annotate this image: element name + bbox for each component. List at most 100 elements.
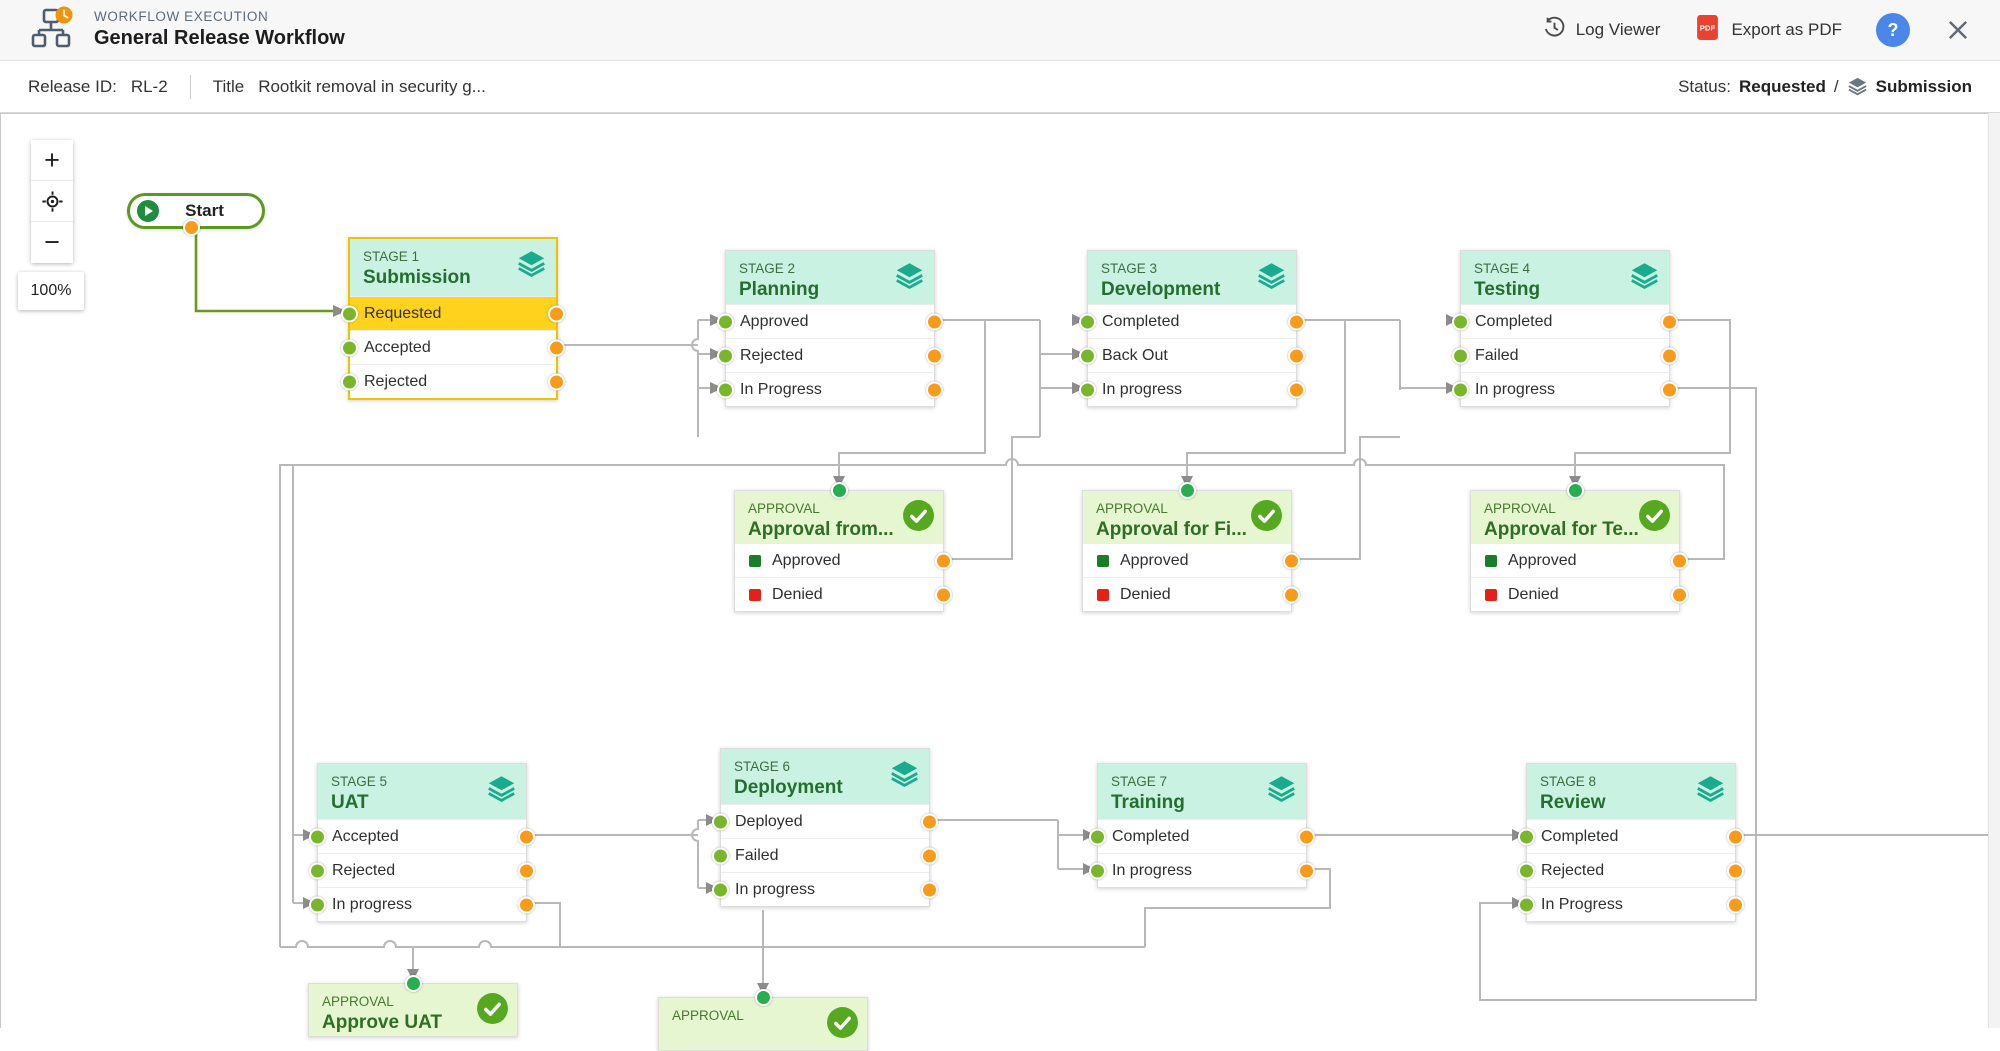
input-port[interactable] xyxy=(1518,828,1535,845)
status-row[interactable]: Accepted xyxy=(309,819,535,853)
output-port[interactable] xyxy=(1298,828,1315,845)
input-port[interactable] xyxy=(1179,482,1196,499)
input-port[interactable] xyxy=(712,813,729,830)
input-port[interactable] xyxy=(341,305,358,322)
status-row[interactable]: In Progress xyxy=(1518,887,1744,921)
output-port[interactable] xyxy=(1671,552,1688,569)
input-port[interactable] xyxy=(755,989,772,1006)
output-port[interactable] xyxy=(1298,862,1315,879)
output-port[interactable] xyxy=(1661,313,1678,330)
start-node[interactable]: Start xyxy=(127,193,265,236)
help-button[interactable]: ? xyxy=(1876,13,1910,47)
output-port[interactable] xyxy=(518,896,535,913)
status-row[interactable]: Accepted xyxy=(341,330,565,364)
status-row[interactable]: In progress xyxy=(712,872,938,906)
status-row[interactable]: In progress xyxy=(1079,372,1305,406)
output-port[interactable] xyxy=(1288,313,1305,330)
output-port[interactable] xyxy=(548,305,565,322)
status-row[interactable]: Requested xyxy=(341,296,565,330)
status-row[interactable]: Approved xyxy=(1471,543,1688,577)
output-port[interactable] xyxy=(1727,896,1744,913)
input-port[interactable] xyxy=(309,896,326,913)
status-row[interactable]: In Progress xyxy=(717,372,943,406)
input-port[interactable] xyxy=(831,482,848,499)
output-port[interactable] xyxy=(935,552,952,569)
fit-view-button[interactable] xyxy=(31,181,73,222)
status-row[interactable]: Completed xyxy=(1518,819,1744,853)
output-port[interactable] xyxy=(926,347,943,364)
output-port[interactable] xyxy=(921,813,938,830)
output-port[interactable] xyxy=(1661,381,1678,398)
output-port[interactable] xyxy=(921,847,938,864)
status-row[interactable]: Rejected xyxy=(341,364,565,398)
input-port[interactable] xyxy=(1079,313,1096,330)
input-port[interactable] xyxy=(1079,347,1096,364)
close-icon[interactable] xyxy=(1944,16,1972,44)
status-row[interactable]: Rejected xyxy=(309,853,535,887)
input-port[interactable] xyxy=(341,339,358,356)
input-port[interactable] xyxy=(1089,862,1106,879)
output-port[interactable] xyxy=(183,219,200,236)
input-port[interactable] xyxy=(1452,381,1469,398)
log-viewer-button[interactable]: Log Viewer xyxy=(1543,16,1660,44)
input-port[interactable] xyxy=(309,828,326,845)
export-pdf-button[interactable]: PDF Export as PDF xyxy=(1694,14,1842,46)
input-port[interactable] xyxy=(1518,862,1535,879)
status-row[interactable]: Denied xyxy=(735,577,952,611)
output-port[interactable] xyxy=(1283,586,1300,603)
status-row[interactable]: Approved xyxy=(735,543,952,577)
output-port[interactable] xyxy=(1283,552,1300,569)
status-row[interactable]: Denied xyxy=(1083,577,1300,611)
output-port[interactable] xyxy=(518,862,535,879)
input-port[interactable] xyxy=(712,881,729,898)
output-port[interactable] xyxy=(926,381,943,398)
status-row[interactable]: Completed xyxy=(1079,304,1305,338)
output-port[interactable] xyxy=(1727,828,1744,845)
output-port[interactable] xyxy=(926,313,943,330)
output-port[interactable] xyxy=(548,339,565,356)
status-row[interactable]: In progress xyxy=(309,887,535,921)
output-port[interactable] xyxy=(1288,381,1305,398)
output-port[interactable] xyxy=(1727,862,1744,879)
input-port[interactable] xyxy=(405,975,422,992)
status-row[interactable]: Denied xyxy=(1471,577,1688,611)
output-port[interactable] xyxy=(1288,347,1305,364)
status-row[interactable]: Approved xyxy=(717,304,943,338)
input-port[interactable] xyxy=(712,847,729,864)
status-row[interactable]: Deployed xyxy=(712,804,938,838)
node-approval5[interactable]: APPROVAL xyxy=(658,989,868,1051)
input-port[interactable] xyxy=(1567,482,1584,499)
input-port[interactable] xyxy=(341,373,358,390)
input-port[interactable] xyxy=(717,381,734,398)
status-row[interactable]: In progress xyxy=(1089,853,1315,887)
input-port[interactable] xyxy=(1079,381,1096,398)
input-port[interactable] xyxy=(717,313,734,330)
status-row[interactable]: Back Out xyxy=(1079,338,1305,372)
status-row[interactable]: Rejected xyxy=(717,338,943,372)
zoom-in-button[interactable]: + xyxy=(31,140,73,181)
status-row[interactable]: Failed xyxy=(1452,338,1678,372)
vertical-scrollbar[interactable] xyxy=(1988,113,2000,1028)
output-port[interactable] xyxy=(548,373,565,390)
input-port[interactable] xyxy=(1452,313,1469,330)
output-port[interactable] xyxy=(518,828,535,845)
status-row[interactable]: Completed xyxy=(1089,819,1315,853)
input-port[interactable] xyxy=(1518,896,1535,913)
input-port[interactable] xyxy=(309,862,326,879)
input-port[interactable] xyxy=(717,347,734,364)
status-row[interactable]: Completed xyxy=(1452,304,1678,338)
output-port[interactable] xyxy=(935,586,952,603)
input-port[interactable] xyxy=(1089,828,1106,845)
zoom-out-button[interactable]: − xyxy=(31,222,73,263)
